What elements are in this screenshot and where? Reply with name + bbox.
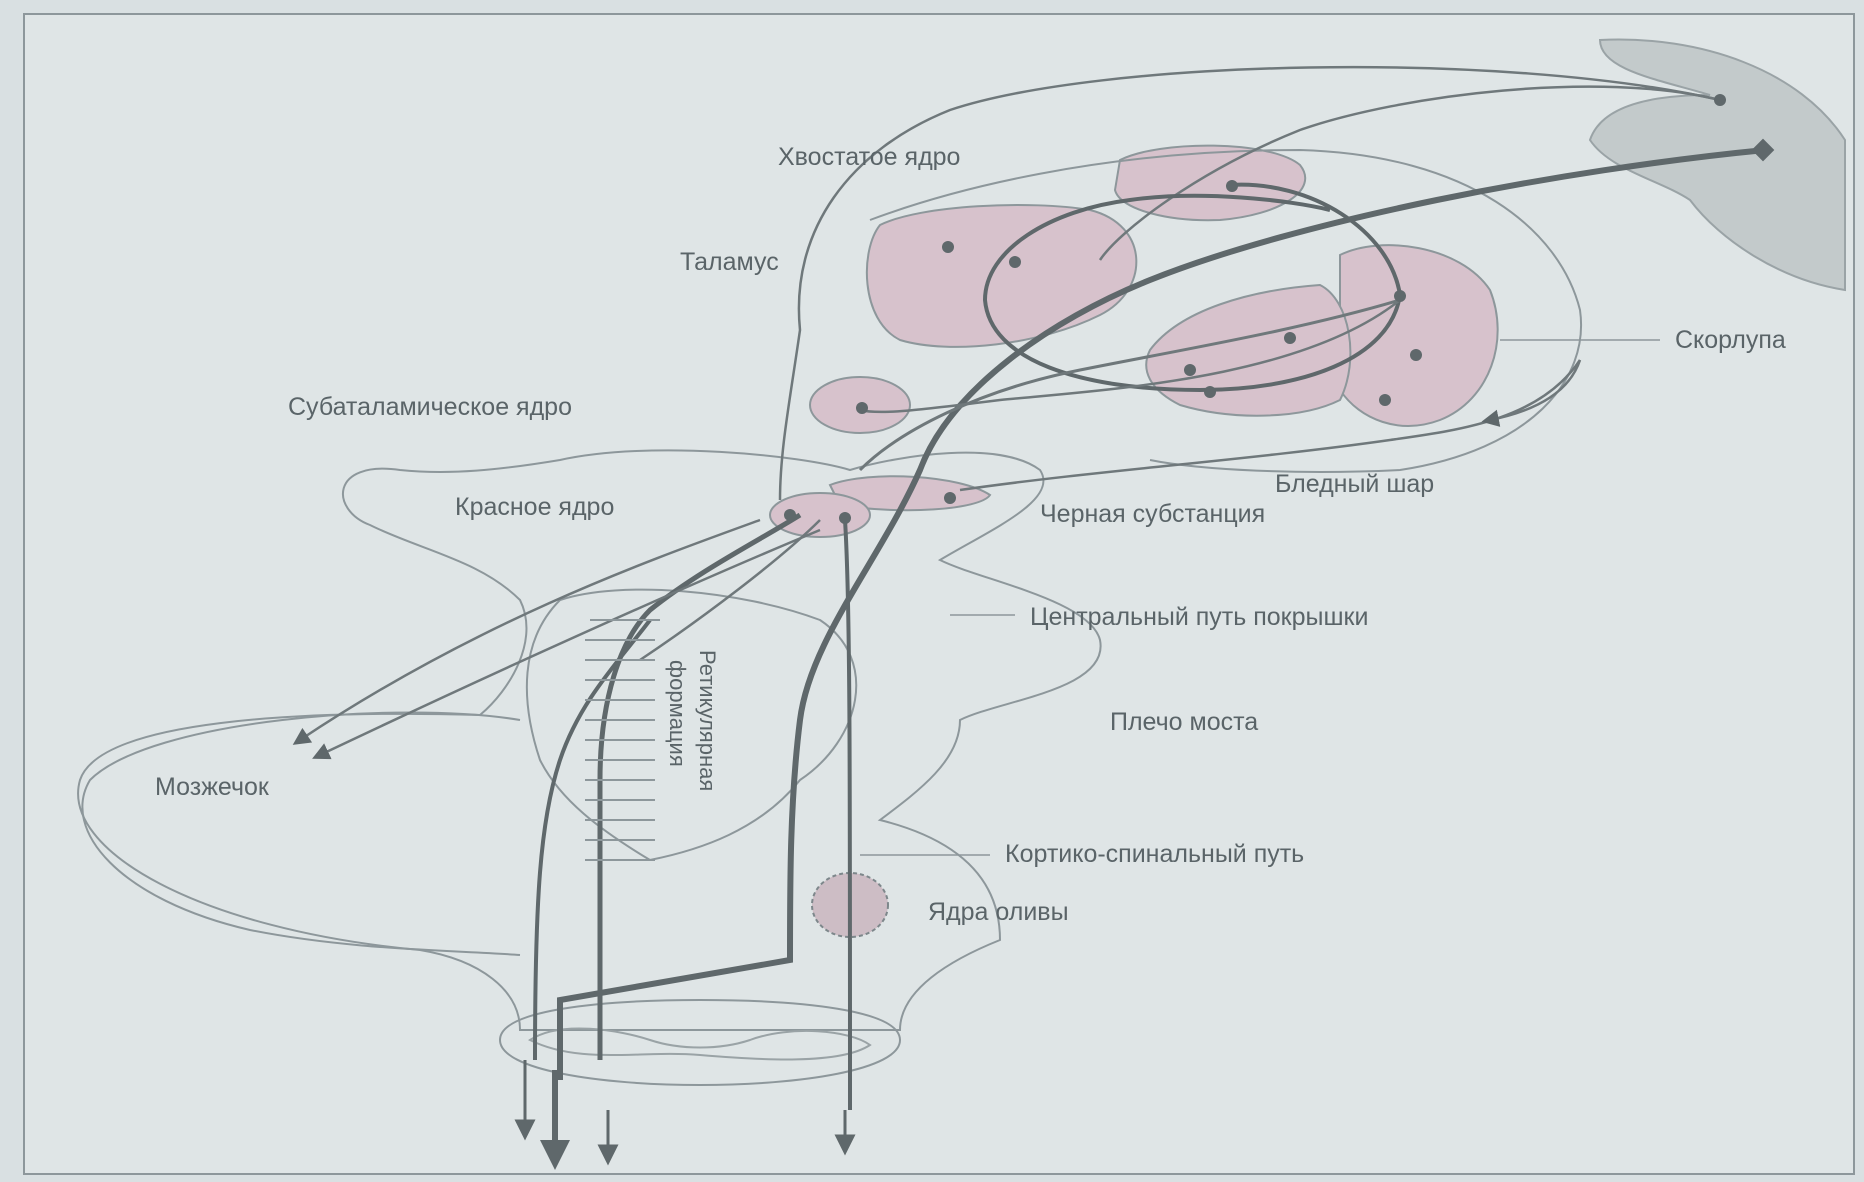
label-central-tegmental: Центральный путь покрышки: [1030, 603, 1368, 631]
label-reticular-line2: формация: [665, 660, 690, 767]
label-substantia-nigra: Черная субстанция: [1040, 500, 1265, 528]
label-cerebellum: Мозжечок: [155, 773, 270, 801]
label-red-nucleus: Красное ядро: [455, 493, 614, 521]
label-caudate: Хвостатое ядро: [778, 143, 960, 171]
label-corticospinal: Кортико-спинальный путь: [1005, 840, 1304, 868]
label-olive: Ядра оливы: [928, 898, 1069, 926]
label-putamen: Скорлупа: [1675, 326, 1786, 354]
label-globus-pallidus: Бледный шар: [1275, 470, 1434, 498]
frame: [24, 14, 1854, 1174]
label-thalamus: Таламус: [680, 248, 779, 276]
label-pons-arm: Плечо моста: [1110, 708, 1258, 736]
label-reticular-line1: Ретикулярная: [695, 650, 720, 791]
label-subthalamic: Субаталамическое ядро: [288, 393, 572, 421]
